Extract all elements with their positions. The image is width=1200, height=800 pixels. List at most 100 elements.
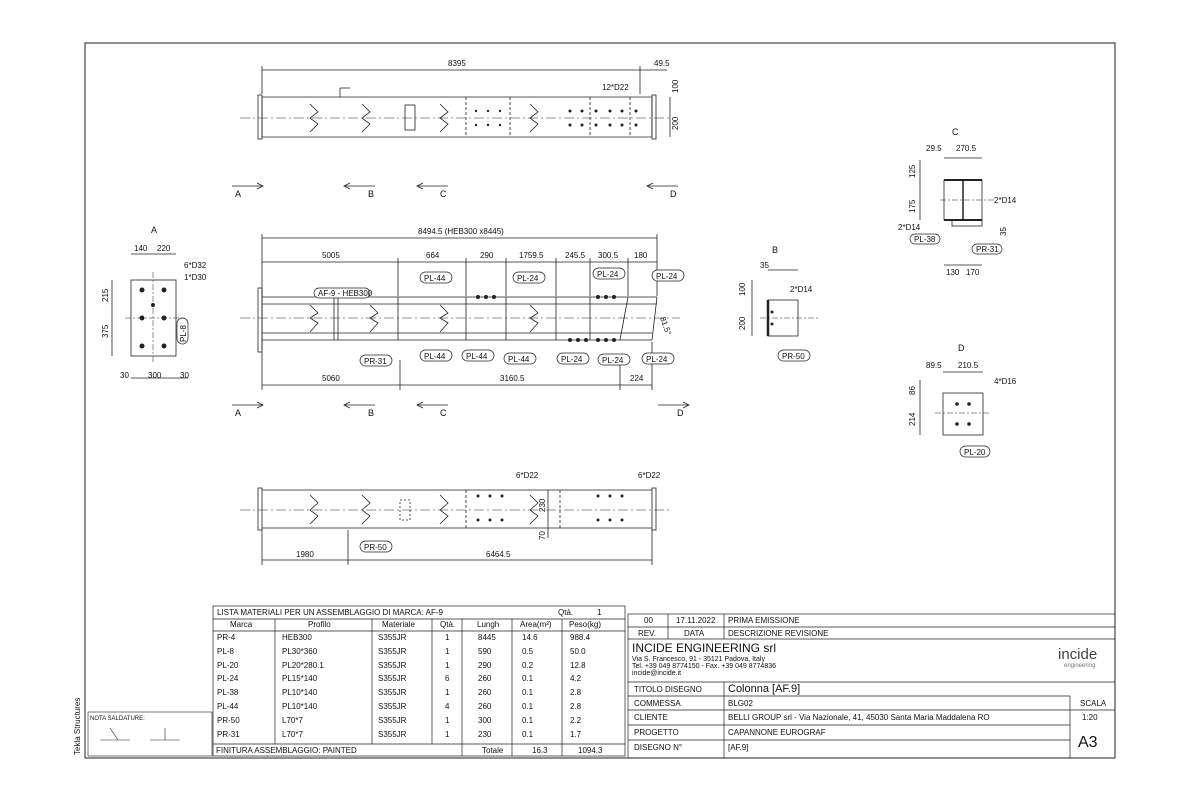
section-letter-b1: B bbox=[368, 189, 374, 199]
section-letter-a2: A bbox=[235, 408, 241, 418]
section-c-dim-4: 175 bbox=[908, 199, 917, 213]
section-c-holes-1: 2*D14 bbox=[994, 196, 1017, 205]
section-a bbox=[111, 253, 188, 379]
section-arrows-bottom bbox=[232, 401, 690, 409]
table-cell: S355JR bbox=[378, 633, 407, 642]
table-cell: 1 bbox=[445, 646, 450, 656]
section-b-mark-bubble bbox=[777, 349, 811, 362]
main-dim-overall: 8494.5 (HEB300 x8445) bbox=[418, 227, 504, 236]
section-b-title: B bbox=[772, 245, 778, 255]
table-cell: 4 bbox=[445, 702, 450, 711]
table-cell: 0.1 bbox=[522, 702, 534, 711]
table-cell: 290 bbox=[478, 660, 492, 670]
table-cell: L70*7 bbox=[282, 729, 303, 739]
materials-title: LISTA MATERIALI PER UN ASSEMBLAGGIO DI M… bbox=[217, 608, 443, 617]
scala-label: SCALA bbox=[1080, 699, 1107, 708]
materials-finish: FINITURA ASSEMBLAGGIO: PAINTED bbox=[216, 746, 357, 755]
section-a-holes bbox=[139, 287, 167, 349]
main-dim-6: 300.5 bbox=[598, 251, 619, 260]
section-arrows-top bbox=[232, 182, 678, 190]
main-dim-bottom-2: 3160.5 bbox=[500, 374, 525, 383]
main-mark-pr31: PR-31 bbox=[364, 357, 387, 366]
section-letter-d2: D bbox=[677, 408, 684, 418]
section-c-dim-3: 125 bbox=[908, 164, 917, 178]
titolo-value: Colonna [AF.9] bbox=[728, 683, 801, 695]
table-cell: 0.5 bbox=[522, 646, 534, 656]
table-cell: PL10*140 bbox=[282, 702, 318, 711]
table-cell: PR-50 bbox=[217, 715, 240, 725]
weld-note-box bbox=[87, 711, 213, 757]
section-a-holes-2: 1*D30 bbox=[184, 273, 207, 282]
table-cell: 260 bbox=[478, 674, 492, 684]
bottom-dim-height2: 70 bbox=[538, 531, 547, 540]
table-cell: S355JR bbox=[378, 646, 407, 656]
table-cell: 590 bbox=[478, 646, 492, 656]
table-cell: 4.2 bbox=[570, 674, 582, 684]
main-mark-pl44-b2: PL-44 bbox=[466, 352, 488, 361]
main-mark-pl44-b3: PL-44 bbox=[508, 355, 530, 364]
main-dim-2: 664 bbox=[426, 251, 440, 260]
main-mark-pl24-b3: PL-24 bbox=[646, 355, 668, 364]
section-c-title: C bbox=[952, 127, 959, 137]
table-cell: 0.1 bbox=[522, 715, 534, 725]
section-d-holes bbox=[955, 402, 971, 426]
main-mark-pl24-b2: PL-24 bbox=[602, 356, 624, 365]
table-cell: PL-8 bbox=[217, 646, 234, 656]
company-logo-sub: engineering bbox=[1064, 663, 1096, 669]
main-dim-3: 290 bbox=[480, 251, 494, 260]
section-b-dim-3: 200 bbox=[738, 316, 747, 330]
section-b-dim-1: 35 bbox=[760, 261, 769, 270]
section-d-dim-2: 210.5 bbox=[958, 361, 979, 370]
section-letter-c2: C bbox=[440, 408, 447, 418]
section-b-dim-2: 100 bbox=[738, 282, 747, 296]
table-cell: 8445 bbox=[478, 633, 496, 642]
section-letter-a1: A bbox=[235, 189, 241, 199]
progetto-value: CAPANNONE EUROGRAF bbox=[728, 728, 826, 737]
section-a-dim-6: 300 bbox=[148, 371, 162, 380]
bottom-dim-1: 1980 bbox=[296, 550, 314, 559]
main-mark-pl24-b1: PL-24 bbox=[561, 355, 583, 364]
table-cell: 1 bbox=[445, 660, 450, 670]
section-letter-d1: D bbox=[670, 189, 677, 199]
company-email: incide@incide.it bbox=[632, 670, 682, 677]
table-cell: 1 bbox=[445, 688, 450, 698]
bottom-view bbox=[240, 487, 670, 565]
company-logo: incide bbox=[1058, 646, 1098, 663]
main-dim-5: 245.5 bbox=[565, 251, 586, 260]
main-dim-7: 180 bbox=[634, 251, 648, 260]
table-cell: S355JR bbox=[378, 729, 407, 739]
date-header: DATA bbox=[684, 629, 705, 638]
section-d-holes: 4*D16 bbox=[994, 377, 1017, 386]
section-c-mark-1: PL-38 bbox=[914, 235, 936, 244]
table-cell: 2.2 bbox=[570, 715, 582, 725]
section-d-dim-3: 86 bbox=[908, 386, 917, 395]
main-view-bolts bbox=[476, 295, 616, 342]
section-letter-c1: C bbox=[440, 189, 447, 199]
table-cell: 0.1 bbox=[522, 674, 534, 684]
materials-total-label: Totale bbox=[482, 746, 504, 755]
bottom-view-holes bbox=[476, 494, 624, 522]
table-cell: PR-4 bbox=[217, 633, 236, 642]
company-phone: Tel. +39 049 8774150 - Fax. +39 049 8774… bbox=[632, 663, 777, 670]
top-dim-height2: 200 bbox=[671, 116, 680, 130]
top-dim-end: 49.5 bbox=[654, 59, 670, 68]
table-cell: 2.8 bbox=[570, 702, 582, 711]
sheet-format: A3 bbox=[1078, 734, 1098, 751]
table-cell: PL20*280.1 bbox=[282, 660, 324, 670]
materials-qty-label: Qtà. bbox=[558, 608, 574, 617]
section-c-dim-6: 130 bbox=[946, 268, 960, 277]
table-cell: 300 bbox=[478, 715, 492, 725]
table-cell: S355JR bbox=[378, 660, 407, 670]
col-header-materiale: Materiale bbox=[382, 620, 415, 629]
section-c-dim-5: 35 bbox=[999, 227, 1008, 236]
section-d-mark-bubble bbox=[959, 445, 991, 458]
section-a-dim-3: 215 bbox=[101, 288, 110, 302]
table-cell: L70*7 bbox=[282, 715, 303, 725]
main-mark-pl24-top3: PL-24 bbox=[656, 272, 678, 281]
side-label: Tekla Structures bbox=[73, 698, 82, 755]
table-cell: 50.0 bbox=[570, 646, 586, 656]
table-cell: 1 bbox=[445, 729, 450, 739]
bottom-mark-bubble bbox=[359, 540, 393, 553]
table-cell: S355JR bbox=[378, 674, 407, 684]
